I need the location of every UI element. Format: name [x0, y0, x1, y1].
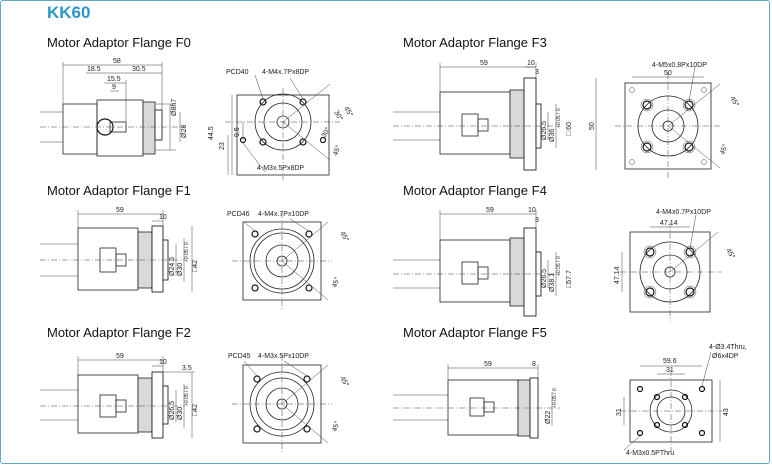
f0-dim: 4-M4x.7Px8DP [262, 69, 309, 76]
f5-dim: 4-M3x0.5PThru [626, 450, 674, 457]
f3-dim: 45° [728, 95, 740, 108]
f3-side-view [393, 63, 597, 171]
f2-dim: 4-M3x.5Px10DP [258, 353, 309, 360]
f0-dim: PCD40 [226, 69, 249, 76]
f2-dim: 3.5 [182, 365, 192, 372]
f5-dim: 4-Ø3.4Thru, [709, 344, 747, 351]
f0-dim: 30.5 [132, 66, 146, 73]
f4-dim: 10 [528, 207, 536, 214]
f1-dim: +0.05 / 0 [184, 242, 190, 262]
f1-dim: 45° [338, 230, 350, 243]
section-title-f5: Motor Adaptor Flange F5 [403, 325, 547, 340]
section-title-f4: Motor Adaptor Flange F4 [403, 183, 547, 198]
f2-dim: □42 [192, 404, 199, 416]
f4-dim: Ø38.1 [549, 273, 556, 292]
f1-front-view [232, 212, 332, 310]
f1-dim: Ø30 [177, 263, 184, 276]
f0-dim: 23 [219, 142, 226, 150]
f5-dim: 59.6 [663, 358, 677, 365]
f2-dim: 59 [116, 353, 124, 360]
section-title-f2: Motor Adaptor Flange F2 [47, 325, 191, 340]
f1-dim: PCD46 [227, 211, 250, 218]
f4-dim: □57.7 [566, 270, 573, 288]
f0-dim: 45° [331, 144, 342, 157]
f2-dim: 45° [338, 375, 350, 388]
f5-dim: Ø6x4DP [712, 353, 739, 360]
f2-front-view [232, 355, 332, 453]
f5-dim: 31 [666, 367, 674, 374]
f1-dim: Ø24.5 [169, 257, 176, 276]
section-title-f1: Motor Adaptor Flange F1 [47, 183, 191, 198]
f0-dim: 30° [332, 109, 344, 122]
f1-dim: 59 [116, 207, 124, 214]
f0-dim: 30° [320, 126, 332, 139]
f3-dim: Ø36 [549, 129, 556, 142]
f3-dim: Ø26.5 [541, 121, 548, 140]
model-title: KK60 [47, 3, 91, 22]
f2-side-view [40, 356, 195, 439]
f0-side-view [40, 62, 185, 157]
f1-dim: □42 [192, 260, 199, 272]
f5-dim: +0.05 / 0 [552, 388, 558, 408]
f4-dim: 3 [535, 217, 539, 224]
f1-dim: 10 [159, 214, 167, 221]
f4-dim: 45° [724, 247, 736, 260]
f2-dim: 10 [159, 359, 167, 366]
f0-dim: 15.5 [107, 76, 121, 83]
f0-dim: 58 [113, 58, 121, 65]
f3-dim: 3 [535, 69, 539, 76]
f4-dim: 47.14 [660, 220, 678, 227]
f3-dim: 59 [480, 60, 488, 67]
f0-dim: 9.5 [234, 127, 241, 137]
f1-dim: 4-M4x.7Px10DP [258, 211, 309, 218]
f4-dim: 4-M4x0.7Px10DP [656, 209, 711, 216]
section-title-f3: Motor Adaptor Flange F3 [403, 35, 547, 50]
f4-dim: 59 [486, 207, 494, 214]
f0-dim: Ø28 [181, 125, 188, 138]
f5-dim: Ø22 [545, 411, 552, 424]
f0-dim: 44.5 [208, 126, 215, 140]
f5-dim: 43 [723, 408, 730, 416]
f5-dim: 31 [616, 408, 623, 416]
f1-side-view [40, 210, 193, 293]
f4-dim: Ø26.5 [541, 269, 548, 288]
f4-side-view [393, 210, 560, 317]
f3-dim: 50 [664, 70, 672, 77]
f2-dim: PCD45 [228, 353, 251, 360]
f5-front-view [620, 351, 722, 452]
f3-dim: +0.05 / 0 [556, 108, 562, 128]
f2-dim: +0.05 / 0 [184, 386, 190, 406]
f0-dim: 9 [112, 84, 116, 91]
f0-dim: 4-M3x.5Px8DP [257, 165, 304, 172]
f3-dim: 45° [718, 143, 729, 156]
f5-dim: 59 [484, 361, 492, 368]
f3-front-view [615, 66, 722, 178]
f3-dim: 10 [527, 60, 535, 67]
section-title-f0: Motor Adaptor Flange F0 [47, 35, 191, 50]
f0-dim: 45° [342, 105, 354, 118]
f3-dim: 50 [589, 122, 596, 130]
f4-dim: +0.05 / 0 [556, 256, 562, 276]
f0-front-view [225, 74, 340, 180]
f4-dim: 47.14 [614, 266, 621, 284]
f5-side-view [393, 364, 560, 439]
f0-dim: 18.5 [87, 66, 101, 73]
f3-dim: □ 60 [566, 122, 573, 136]
f3-dim: 4-M5x0.8Px10DP [652, 62, 707, 69]
f0-dim: Ø8h7 [171, 99, 178, 116]
f2-dim: Ø26.5 [169, 401, 176, 420]
f5-dim: 8 [532, 361, 536, 368]
f4-front-view [620, 214, 722, 322]
f2-dim: 45° [330, 420, 341, 433]
f2-dim: Ø30 [177, 407, 184, 420]
f1-dim: 45° [330, 276, 341, 289]
